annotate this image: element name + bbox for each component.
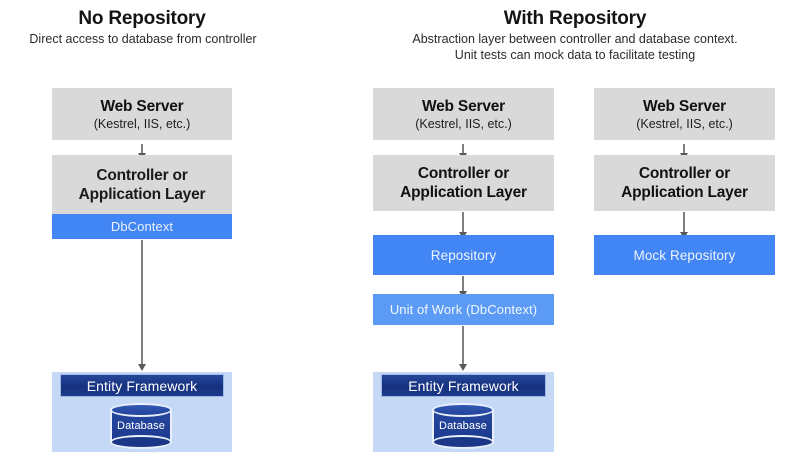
test-controller-title-line2: Application Layer	[621, 184, 748, 201]
test-mock-repository-box[interactable]: Mock Repository	[594, 235, 775, 275]
test-web-server-subtitle: (Kestrel, IIS, etc.)	[636, 116, 733, 131]
test-web-server-title: Web Server	[642, 97, 726, 115]
left-controller-gray: Controller or Application Layer	[52, 155, 232, 214]
middle-controller-title-line1: Controller or	[417, 165, 510, 182]
test-controller-title-line1: Controller or	[638, 165, 731, 182]
arrow-left-webserver-to-controller	[141, 144, 143, 154]
middle-unit-of-work-box[interactable]: Unit of Work (DbContext)	[373, 294, 554, 325]
left-web-server-box[interactable]: Web Server (Kestrel, IIS, etc.)	[52, 88, 232, 140]
left-section-subtitle: Direct access to database from controlle…	[29, 32, 257, 46]
middle-database-cylinder[interactable]: Database	[432, 403, 494, 449]
left-web-server-subtitle: (Kestrel, IIS, etc.)	[93, 116, 191, 131]
middle-database-cylinder-top	[432, 403, 494, 417]
arrow-test-controller-to-mockrepository	[683, 212, 685, 233]
middle-database-label: Database	[439, 420, 487, 432]
left-dbcontext-strip[interactable]: DbContext	[52, 214, 232, 239]
middle-controller-box[interactable]: Controller or Application Layer	[373, 155, 554, 211]
middle-web-server-subtitle: (Kestrel, IIS, etc.)	[415, 116, 512, 131]
middle-entity-framework-bar[interactable]: Entity Framework	[381, 374, 546, 397]
arrow-test-webserver-to-controller	[683, 144, 685, 154]
left-web-server-title: Web Server	[100, 97, 184, 115]
middle-web-server-title: Web Server	[421, 97, 505, 115]
middle-controller-title-line2: Application Layer	[400, 184, 527, 201]
left-entity-framework-bar[interactable]: Entity Framework	[60, 374, 224, 397]
left-database-label: Database	[117, 420, 165, 432]
middle-database-cylinder-bottom	[432, 435, 494, 449]
left-controller-title-line2: Application Layer	[78, 185, 206, 203]
test-web-server-box[interactable]: Web Server (Kestrel, IIS, etc.)	[594, 88, 775, 140]
right-section-subtitle-line1: Abstraction layer between controller and…	[412, 32, 738, 46]
left-controller-title-line1: Controller or	[96, 166, 188, 184]
middle-web-server-box[interactable]: Web Server (Kestrel, IIS, etc.)	[373, 88, 554, 140]
arrow-middle-repository-to-unitofwork	[462, 276, 464, 292]
left-section-heading: No Repository	[78, 8, 206, 29]
arrow-middle-unitofwork-to-entityframework	[462, 326, 464, 365]
right-section-heading: With Repository	[503, 8, 647, 29]
middle-repository-box[interactable]: Repository	[373, 235, 554, 275]
left-controller-box[interactable]: Controller or Application Layer DbContex…	[52, 155, 232, 239]
arrow-middle-controller-to-repository	[462, 212, 464, 233]
right-section-subtitle-line2: Unit tests can mock data to facilitate t…	[454, 48, 696, 62]
arrow-middle-webserver-to-controller	[462, 144, 464, 154]
arrow-left-dbcontext-to-entityframework	[141, 240, 143, 365]
left-database-cylinder-bottom	[110, 435, 172, 449]
left-database-cylinder[interactable]: Database	[110, 403, 172, 449]
left-database-cylinder-top	[110, 403, 172, 417]
test-controller-box[interactable]: Controller or Application Layer	[594, 155, 775, 211]
